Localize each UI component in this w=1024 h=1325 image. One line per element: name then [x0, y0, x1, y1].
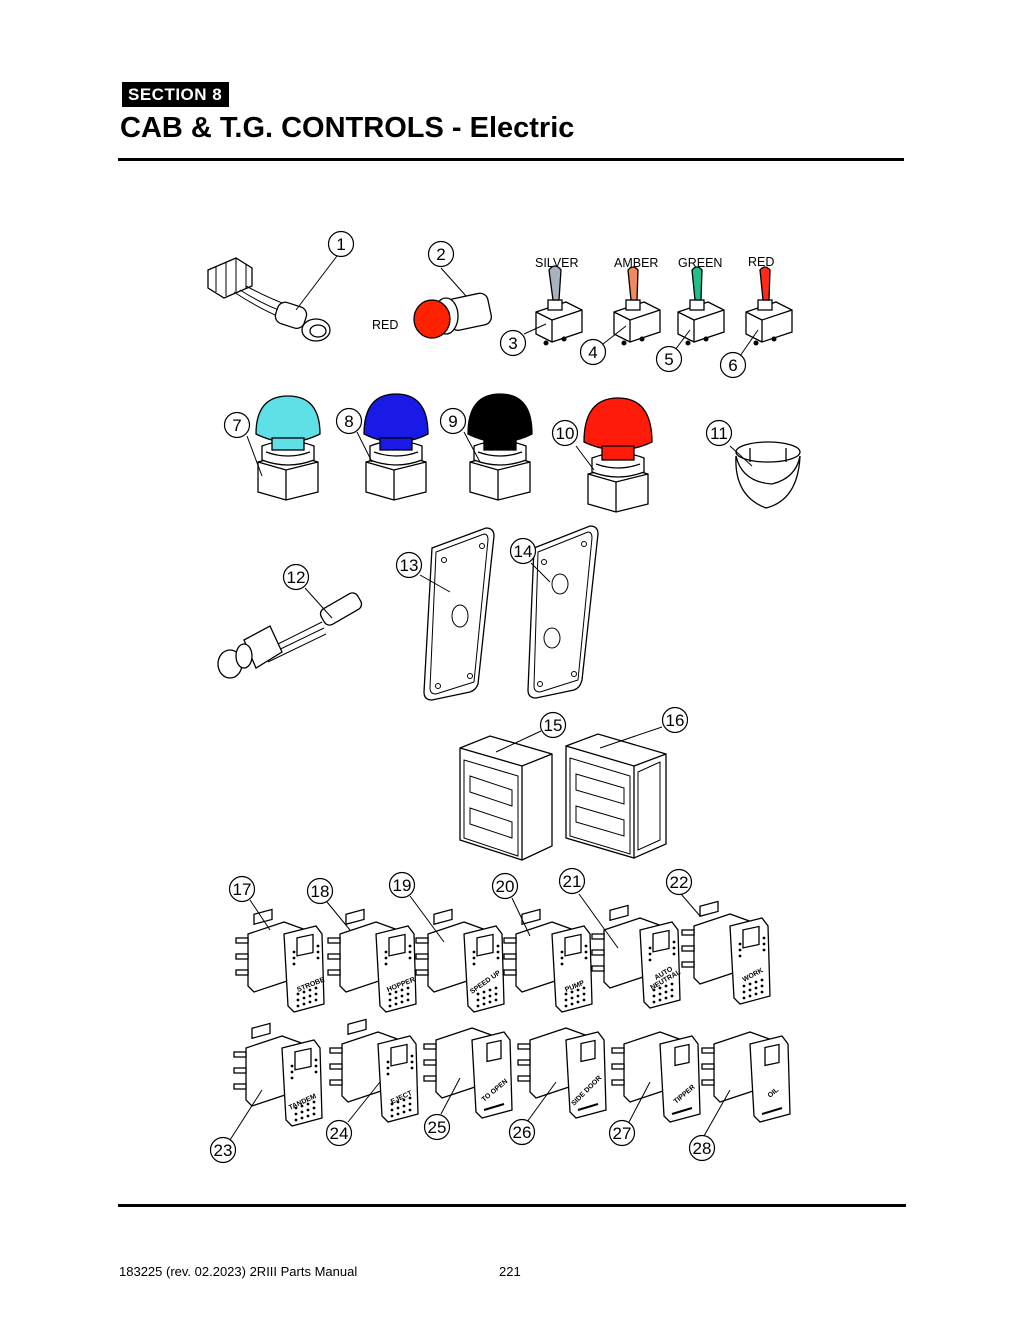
page-number: 221 — [499, 1264, 521, 1279]
part-10-pushbutton-red — [583, 397, 653, 513]
callout-number: 25 — [428, 1118, 447, 1137]
callout-number: 10 — [556, 424, 575, 443]
callout-13: 13 — [395, 551, 423, 579]
part-16-panel — [565, 733, 667, 859]
callout-3: 3 — [499, 329, 527, 357]
callout-25: 25 — [423, 1113, 451, 1141]
callout-11: 11 — [705, 419, 733, 447]
callout-27: 27 — [608, 1119, 636, 1147]
leader-lines — [229, 255, 759, 1141]
label-silver: SILVER — [535, 256, 579, 270]
callout-10: 10 — [551, 419, 579, 447]
callout-16: 16 — [661, 706, 689, 734]
part-20-rocker: PUMP — [504, 909, 592, 1012]
part-5-toggle-green — [677, 266, 725, 347]
callout-number: 22 — [670, 873, 689, 892]
part-17-rocker: STROBE — [236, 909, 326, 1012]
callout-number: 18 — [311, 882, 330, 901]
part-6-toggle-red — [745, 266, 793, 347]
part-3-toggle-silver — [535, 265, 583, 347]
callout-18: 18 — [306, 877, 334, 905]
callout-number: 3 — [508, 334, 517, 353]
callout-5: 5 — [655, 345, 683, 373]
section-tab: SECTION 8 — [122, 82, 230, 107]
part-23-rocker: TANDEM — [234, 1023, 322, 1126]
part-21-rocker: AUTO NEUTRAL — [592, 905, 683, 1008]
part-11-guard — [735, 441, 801, 509]
callout-number: 4 — [588, 343, 597, 362]
callout-number: 20 — [496, 877, 515, 896]
callout-22: 22 — [665, 868, 693, 896]
callout-number: 8 — [344, 412, 353, 431]
page-title: CAB & T.G. CONTROLS - Electric — [120, 112, 575, 144]
part-19-rocker: SPEED UP — [416, 909, 504, 1012]
part-15-panel — [459, 735, 553, 861]
part-8-pushbutton-blue — [363, 393, 429, 501]
callout-21: 21 — [558, 867, 586, 895]
part-24-rocker: EJECT — [330, 1019, 418, 1122]
callout-number: 26 — [513, 1123, 532, 1142]
part-18-rocker: HOPPER — [328, 909, 416, 1012]
label-green: GREEN — [678, 256, 722, 270]
part-14-plate — [527, 525, 599, 699]
callout-number: 2 — [436, 245, 445, 264]
callout-number: 17 — [233, 880, 252, 899]
footer-doc-info: 183225 (rev. 02.2023) 2RIII Parts Manual — [119, 1264, 358, 1279]
part-1-indicator-light — [207, 257, 331, 342]
callout-8: 8 — [335, 407, 363, 435]
part-26-rocker: SIDE DOOR — [517, 1027, 607, 1119]
label-amber: AMBER — [614, 256, 658, 270]
callout-number: 27 — [613, 1124, 632, 1143]
callout-1: 1 — [327, 230, 355, 258]
callout-number: 28 — [693, 1139, 712, 1158]
label-red-light: RED — [372, 318, 398, 332]
callout-number: 7 — [232, 416, 241, 435]
callout-number: 15 — [544, 716, 563, 735]
callout-number: 16 — [666, 711, 685, 730]
part-25-rocker: TO OPEN — [423, 1027, 513, 1119]
callout-7: 7 — [223, 411, 251, 439]
callout-number: 5 — [664, 350, 673, 369]
part-22-rocker: WORK — [682, 901, 770, 1004]
part-12-sensor — [217, 592, 363, 679]
callout-19: 19 — [388, 871, 416, 899]
part-13-plate — [423, 527, 495, 701]
part-28-rocker: OIL — [701, 1031, 791, 1123]
footer-rule — [118, 1204, 906, 1207]
callout-6: 6 — [719, 351, 747, 379]
callout-number: 24 — [330, 1124, 349, 1143]
callout-number: 11 — [710, 424, 728, 443]
callout-2: 2 — [427, 240, 455, 268]
callout-4: 4 — [579, 338, 607, 366]
callout-14: 14 — [509, 537, 537, 565]
callout-15: 15 — [539, 711, 567, 739]
part-2-red-light — [413, 292, 493, 339]
part-7-pushbutton-cyan — [255, 395, 321, 501]
callout-24: 24 — [325, 1119, 353, 1147]
callout-number: 9 — [448, 412, 457, 431]
callout-number: 6 — [728, 356, 737, 375]
callout-26: 26 — [508, 1118, 536, 1146]
part-27-rocker: TIPPER — [611, 1031, 701, 1123]
label-red-toggle: RED — [748, 255, 774, 269]
callout-number: 21 — [563, 872, 582, 891]
part-4-toggle-amber — [613, 266, 661, 347]
callout-number: 14 — [514, 542, 533, 561]
callout-12: 12 — [282, 563, 310, 591]
callout-28: 28 — [688, 1134, 716, 1162]
callout-20: 20 — [491, 872, 519, 900]
callout-number: 19 — [393, 876, 412, 895]
callout-9: 9 — [439, 407, 467, 435]
callout-number: 23 — [214, 1141, 233, 1160]
callout-number: 13 — [400, 556, 419, 575]
callout-number: 1 — [336, 235, 345, 254]
header-rule — [118, 158, 904, 161]
callout-23: 23 — [209, 1136, 237, 1164]
callout-number: 12 — [287, 568, 306, 587]
part-9-pushbutton-black — [467, 393, 533, 501]
callout-17: 17 — [228, 875, 256, 903]
